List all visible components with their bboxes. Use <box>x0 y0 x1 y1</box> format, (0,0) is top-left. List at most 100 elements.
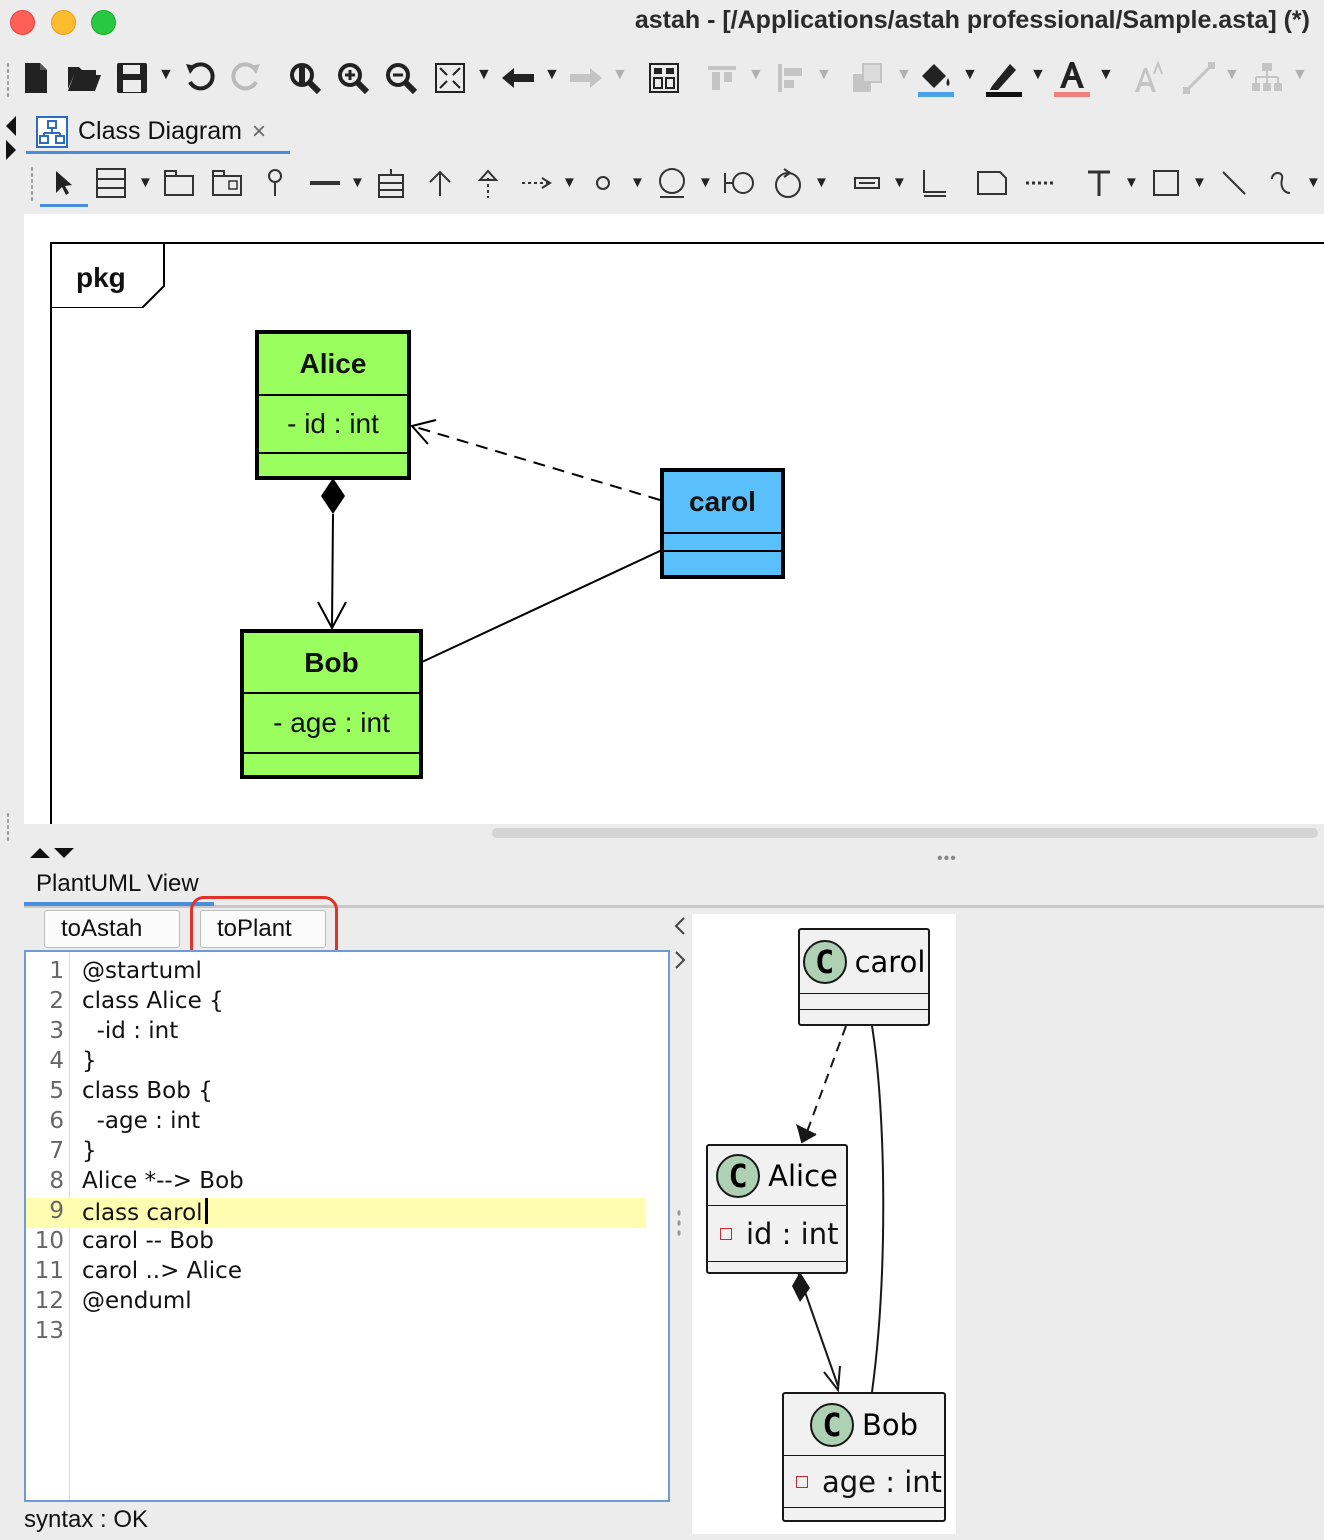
select-tool-icon[interactable] <box>48 166 78 200</box>
font-color-icon[interactable] <box>1050 58 1094 98</box>
association-tool-icon[interactable] <box>308 166 342 200</box>
rectangle-dropdown-icon[interactable]: ▼ <box>1192 174 1207 191</box>
class-carol[interactable]: carol <box>660 468 785 579</box>
boundary-tool-icon[interactable] <box>654 166 690 200</box>
font-color-dropdown-icon[interactable]: ▼ <box>1098 66 1114 83</box>
tab-class-diagram[interactable]: Class Diagram × <box>26 112 290 154</box>
line-style-icon[interactable] <box>1180 58 1218 98</box>
zoom-fit-icon[interactable] <box>286 58 324 98</box>
association-class-tool-icon[interactable] <box>374 166 408 200</box>
package-tool-icon[interactable] <box>162 166 196 200</box>
code-line[interactable]: 6 -age : int <box>26 1108 646 1138</box>
dependency-line[interactable] <box>411 425 661 501</box>
code-line[interactable]: 12@enduml <box>26 1288 646 1318</box>
code-line[interactable]: 4} <box>26 1048 646 1078</box>
fill-color-dropdown-icon[interactable]: ▼ <box>962 66 978 83</box>
class-bob[interactable]: Bob - age : int <box>240 629 423 779</box>
class-alice[interactable]: Alice - id : int <box>255 330 411 480</box>
instance-tool-icon[interactable] <box>590 166 616 200</box>
align-top-icon[interactable] <box>704 58 740 98</box>
undo-icon[interactable] <box>182 58 218 98</box>
generalization-tool-icon[interactable] <box>424 166 456 200</box>
rectangle-tool-icon[interactable] <box>1150 166 1182 200</box>
minimize-window-button[interactable] <box>51 10 76 35</box>
control-tool-icon[interactable] <box>720 166 758 200</box>
save-dropdown-icon[interactable]: ▼ <box>158 66 174 83</box>
note-anchor-tool-icon[interactable] <box>1022 166 1058 200</box>
code-line[interactable]: 3 -id : int <box>26 1018 646 1048</box>
diagram-canvas[interactable]: pkg Bob (composition) --> Alice - id : i… <box>24 214 1324 824</box>
entity-tool-icon[interactable] <box>770 166 806 200</box>
splitter-arrows-icon[interactable] <box>28 846 76 860</box>
tree-layout-dropdown-icon[interactable]: ▼ <box>1292 66 1308 83</box>
association-line[interactable] <box>421 549 663 663</box>
instance-dropdown-icon[interactable]: ▼ <box>630 174 645 191</box>
zoom-in-icon[interactable] <box>334 58 372 98</box>
to-plant-button[interactable]: toPlant <box>200 910 326 948</box>
interface-tool-icon[interactable] <box>262 166 288 200</box>
line-style-dropdown-icon[interactable]: ▼ <box>1224 66 1240 83</box>
fill-color-icon[interactable] <box>914 58 958 98</box>
close-window-button[interactable] <box>10 10 35 35</box>
maximize-window-button[interactable] <box>91 10 116 35</box>
open-folder-icon[interactable] <box>64 58 104 98</box>
boundary-dropdown-icon[interactable]: ▼ <box>698 174 713 191</box>
enumeration-tool-icon[interactable] <box>850 166 884 200</box>
code-line[interactable]: 13 <box>26 1318 646 1348</box>
code-line[interactable]: 1@startuml <box>26 958 646 988</box>
line-color-icon[interactable] <box>982 58 1026 98</box>
layout-icon[interactable] <box>646 58 682 98</box>
subsystem-tool-icon[interactable] <box>210 166 244 200</box>
zoom-out-icon[interactable] <box>382 58 420 98</box>
text-dropdown-icon[interactable]: ▼ <box>1124 174 1139 191</box>
composition-line[interactable] <box>331 513 334 627</box>
entity-dropdown-icon[interactable]: ▼ <box>814 174 829 191</box>
align-top-dropdown-icon[interactable]: ▼ <box>748 66 764 83</box>
realization-tool-icon[interactable] <box>472 166 504 200</box>
back-icon[interactable] <box>498 58 538 98</box>
pane-splitter-grip[interactable] <box>676 1208 682 1240</box>
dependency-dropdown-icon[interactable]: ▼ <box>562 174 577 191</box>
pane-collapse-icons[interactable] <box>672 916 688 972</box>
text-tool-icon[interactable] <box>1084 166 1114 200</box>
plantuml-view-title[interactable]: PlantUML View <box>36 870 199 897</box>
collapse-left-icon[interactable] <box>4 114 18 162</box>
splitter-grip-icon[interactable]: ••• <box>937 850 957 867</box>
class-tool-dropdown-icon[interactable]: ▼ <box>138 174 153 191</box>
align-left-dropdown-icon[interactable]: ▼ <box>816 66 832 83</box>
code-line[interactable]: 7} <box>26 1138 646 1168</box>
fit-dropdown-icon[interactable]: ▼ <box>476 66 492 83</box>
forward-dropdown-icon[interactable]: ▼ <box>612 66 628 83</box>
font-size-icon[interactable] <box>1130 58 1170 98</box>
bring-front-dropdown-icon[interactable]: ▼ <box>896 66 912 83</box>
to-astah-button[interactable]: toAstah <box>44 910 180 948</box>
toolbar-grip[interactable] <box>6 62 10 98</box>
line-color-dropdown-icon[interactable]: ▼ <box>1030 66 1046 83</box>
close-tab-icon[interactable]: × <box>251 117 266 145</box>
palette-grip[interactable] <box>30 166 34 202</box>
vertical-splitter-grip[interactable] <box>6 812 10 842</box>
freehand-tool-icon[interactable] <box>1266 166 1298 200</box>
dependency-tool-icon[interactable] <box>518 166 554 200</box>
line-tool-icon[interactable] <box>1218 166 1250 200</box>
save-icon[interactable] <box>114 58 150 98</box>
note-tool-icon[interactable] <box>974 166 1010 200</box>
enumeration-dropdown-icon[interactable]: ▼ <box>892 174 907 191</box>
forward-icon[interactable] <box>566 58 606 98</box>
new-file-icon[interactable] <box>20 58 52 98</box>
fit-window-icon[interactable] <box>432 58 468 98</box>
bring-front-icon[interactable] <box>848 58 888 98</box>
freehand-dropdown-icon[interactable]: ▼ <box>1306 174 1321 191</box>
link-tool-icon[interactable] <box>916 166 950 200</box>
package-frame[interactable]: pkg <box>50 242 1324 824</box>
align-left-icon[interactable] <box>772 58 808 98</box>
association-dropdown-icon[interactable]: ▼ <box>350 174 365 191</box>
horizontal-scrollbar[interactable] <box>492 828 1318 838</box>
